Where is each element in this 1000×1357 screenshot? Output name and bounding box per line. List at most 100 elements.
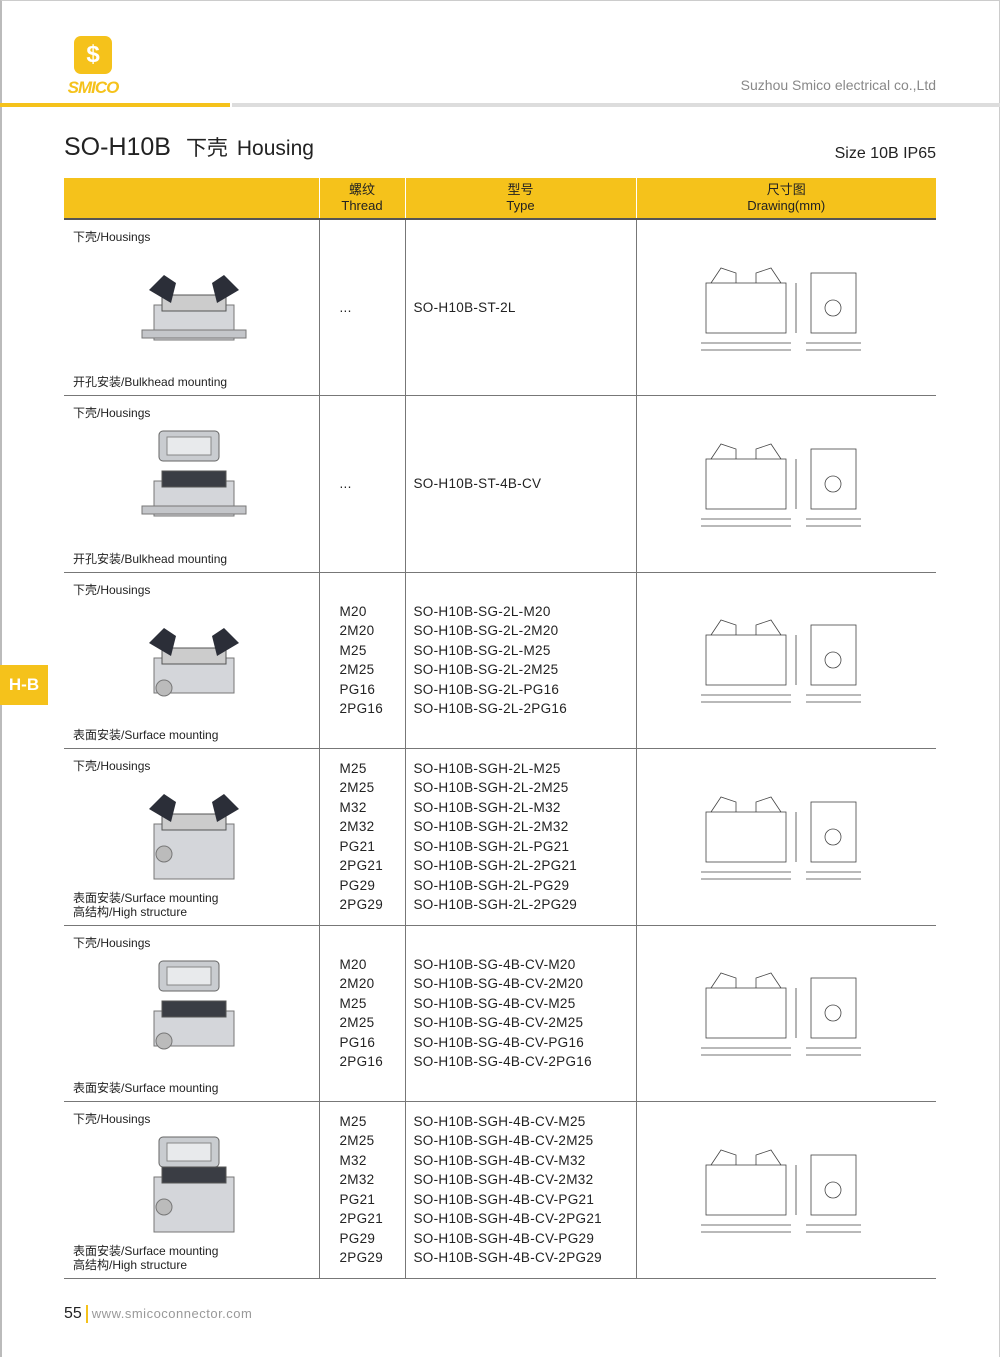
thread-cell: ... [318, 395, 405, 573]
housing-label: 下壳/Housings [73, 230, 151, 244]
housing-label: 下壳/Housings [73, 582, 151, 597]
type-cn: 型号 [507, 182, 534, 197]
thread-cell: ... [318, 219, 405, 396]
type-list: SO-H10B-SGH-2L-M25 SO-H10B-SGH-2L-2M25 S… [413, 760, 578, 913]
header-rule-accent [0, 103, 230, 107]
type-cell: SO-H10B-ST-4B-CV [404, 395, 636, 573]
header-rule [232, 103, 1000, 107]
dimension-drawing [701, 619, 862, 703]
product-image [141, 275, 247, 341]
thread-list: M25 2M25 M32 2M32 PG21 2PG21 PG29 2PG29 [339, 760, 384, 913]
dimension-drawing [701, 972, 862, 1056]
table-row: 下壳/Housings 开孔安装/Bulkhead mounting... SO-H… [64, 219, 936, 396]
mounting-type: 表面安装/Surface mounting [73, 1243, 219, 1258]
product-image [153, 1136, 235, 1233]
product-image [153, 960, 235, 1049]
title-cn: 下壳 [185, 137, 228, 160]
mounting-label: 表面安装/Surface mounting [73, 728, 218, 742]
footer: 55 www.smicoconnector.com [64, 1305, 252, 1323]
type-cell: SO-H10B-ST-2L [404, 219, 636, 396]
dimension-drawing [701, 267, 862, 350]
product-cell: 下壳/Housings 表面安装/Surface mounting [64, 925, 319, 1102]
type-list: SO-H10B-ST-4B-CV [413, 476, 542, 491]
mounting-type: 表面安装/Surface mounting [73, 728, 219, 742]
structure-type: 高结构/High structure [73, 1257, 188, 1272]
smico-logo: $ SMICO [64, 36, 122, 98]
page-title: SO-H10B 下壳 Housing [64, 132, 314, 162]
drawing-cell [635, 925, 936, 1102]
dimension-drawing [701, 796, 862, 880]
type-list: SO-H10B-SG-4B-CV-M20 SO-H10B-SG-4B-CV-2M… [413, 956, 592, 1070]
mounting-type: 开孔安装/Bulkhead mounting [73, 551, 228, 566]
type-cell: SO-H10B-SG-2L-M20 SO-H10B-SG-2L-2M20 SO-… [404, 572, 636, 749]
product-cell: 下壳/Housings 开孔安装/Bulkhead mounting [64, 219, 319, 396]
thread-list: M25 2M25 M32 2M32 PG21 2PG21 PG29 2PG29 [339, 1113, 384, 1266]
table-row: 下壳/Housings 表面安装/Surface mounting M20 2M20… [64, 572, 936, 749]
drawing-en: Drawing(mm) [747, 198, 826, 213]
size-rating: Size 10B IP65 [834, 145, 936, 162]
type-cell: SO-H10B-SGH-4B-CV-M25 SO-H10B-SGH-4B-CV-… [404, 1101, 636, 1279]
company-name: Suzhou Smico electrical co.,Ltd [740, 77, 936, 93]
dimension-drawing [701, 443, 862, 527]
thread-cell: M20 2M20 M25 2M25 PG16 2PG16 [318, 572, 405, 749]
footer-divider [85, 1305, 88, 1323]
structure-type: 高结构/High structure [73, 904, 188, 919]
type-cell: SO-H10B-SGH-2L-M25 SO-H10B-SGH-2L-2M25 S… [404, 748, 636, 926]
housing-label: 下壳/Housings [73, 935, 151, 950]
logo-text: SMICO [67, 78, 120, 97]
type-list: SO-H10B-SGH-4B-CV-M25 SO-H10B-SGH-4B-CV-… [413, 1113, 602, 1266]
type-list: SO-H10B-SG-2L-M20 SO-H10B-SG-2L-2M20 SO-… [413, 603, 568, 717]
type-list: SO-H10B-ST-2L [413, 299, 516, 315]
section-tab: H-B [0, 665, 48, 705]
drawing-cn: 尺寸图 [766, 182, 806, 197]
thread-list: ... [339, 299, 352, 315]
thread-cell: M25 2M25 M32 2M32 PG21 2PG21 PG29 2PG29 [318, 748, 405, 926]
product-cell: 下壳/Housings 开孔安装/Bulkhead mounting [64, 395, 319, 573]
housing-label: 下壳/Housings [73, 1112, 151, 1126]
mounting-type: 开孔安装/Bulkhead mounting [73, 375, 228, 389]
drawing-cell [635, 395, 936, 573]
title-model: SO-H10B [64, 133, 171, 161]
thread-list: ... [339, 476, 352, 491]
thread-list: M20 2M20 M25 2M25 PG16 2PG16 [339, 956, 384, 1070]
website-link[interactable]: www.smicoconnector.com [91, 1306, 253, 1322]
product-cell: 下壳/Housings 表面安装/Surface mounting [64, 572, 319, 749]
thread-en: Thread [341, 198, 383, 213]
housing-label: 下壳/Housings [73, 406, 151, 420]
thread-cell: M20 2M20 M25 2M25 PG16 2PG16 [318, 925, 405, 1102]
mounting-type: 表面安装/Surface mounting [73, 1081, 219, 1095]
logo-mark-icon: $ [74, 36, 112, 74]
drawing-cell [635, 1101, 936, 1279]
drawing-cell [635, 748, 936, 926]
table-row: 下壳/Housings 开孔安装/Bulkhead mounting... SO-H… [64, 395, 936, 573]
type-en: Type [506, 198, 535, 213]
dimension-drawing [701, 1149, 862, 1233]
type-cell: SO-H10B-SG-4B-CV-M20 SO-H10B-SG-4B-CV-2M… [404, 925, 636, 1102]
thread-cn: 螺纹 [348, 182, 375, 197]
product-image [149, 794, 239, 880]
product-image [149, 627, 239, 696]
table-row: 下壳/Housings 表面安装/Surface mounting M20 2M20… [64, 925, 936, 1102]
housing-label: 下壳/Housings [73, 759, 151, 773]
product-image [141, 430, 247, 517]
header-blank [64, 178, 319, 220]
thread-list: M20 2M20 M25 2M25 PG16 2PG16 [339, 603, 384, 717]
title-en: Housing [236, 137, 314, 160]
mounting-label: 开孔安装/Bulkhead mounting [73, 552, 227, 566]
page-number: 55 [64, 1305, 82, 1323]
thread-cell: M25 2M25 M32 2M32 PG21 2PG21 PG29 2PG29 [318, 1101, 405, 1279]
mounting-type: 表面安装/Surface mounting [73, 890, 219, 905]
mounting-label: 开孔安装/Bulkhead mounting [73, 375, 227, 389]
drawing-cell [635, 572, 936, 749]
